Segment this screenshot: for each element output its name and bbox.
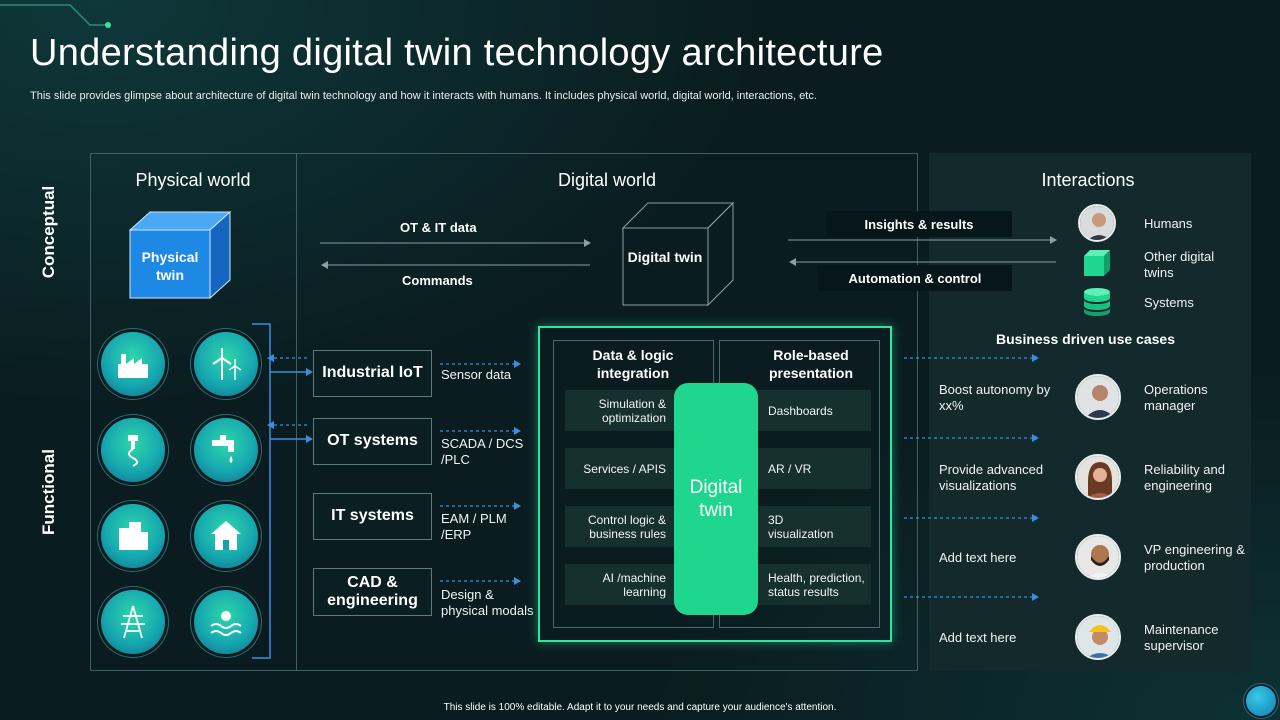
use-case-role-4: Maintenance supervisor (1144, 622, 1219, 653)
use-case-role-2: Reliability and engineering (1144, 462, 1225, 493)
use-case-text-2: Provide advanced visualizations (939, 462, 1044, 493)
page-title: Understanding digital twin technology ar… (30, 32, 884, 74)
digital-twin-core-frame (538, 326, 892, 642)
green-cube-icon (1084, 250, 1110, 276)
reliability-engineering-avatar (1075, 454, 1121, 500)
operations-manager-avatar (1075, 374, 1121, 420)
use-case-text-3: Add text here (939, 550, 1017, 565)
digital-twin-cube-icon (621, 201, 735, 307)
cad-engineering-box: CAD & engineering (313, 568, 432, 616)
interaction-arrows (788, 236, 1057, 266)
systems-label: Systems (1144, 295, 1194, 310)
other-digital-twins-label: Other digital twins (1144, 249, 1215, 280)
it-systems-box: IT systems (313, 493, 432, 540)
row-label-conceptual: Conceptual (39, 185, 58, 279)
use-case-role-1: Operations manager (1144, 382, 1208, 413)
use-case-role-3: VP engineering & production (1144, 542, 1245, 573)
functional-connectors (252, 323, 521, 659)
use-case-arrows (904, 354, 1039, 601)
commands-label: Commands (402, 273, 473, 288)
factory-icon (101, 332, 165, 396)
power-tower-icon (101, 590, 165, 654)
decor-line (0, 4, 111, 28)
digital-twin-center-pill: Digital twin (674, 383, 758, 615)
digital-twin-cube-label: Digital twin (627, 249, 703, 265)
design-note: Design & physical modals (441, 587, 534, 618)
section-digital-world: Digital world (557, 170, 657, 190)
architecture-frame (90, 153, 918, 671)
use-case-text-4: Add text here (939, 630, 1017, 645)
oil-pump-icon (101, 418, 165, 482)
physical-twin-cube-icon (128, 210, 232, 300)
office-building-icon (101, 504, 165, 568)
ot-systems-box: OT systems (313, 418, 432, 465)
eam-note: EAM / PLM /ERP (441, 511, 507, 542)
ot-it-data-label: OT & IT data (400, 220, 477, 235)
page-subtitle: This slide provides glimpse about archit… (30, 90, 817, 102)
data-flow-arrows (320, 239, 591, 269)
row-label-functional: Functional (39, 449, 58, 535)
scada-note: SCADA / DCS /PLC (441, 436, 524, 467)
wind-turbine-icon (194, 332, 258, 396)
automation-control-label: Automation & control (818, 265, 1012, 291)
left-item-control-logic: Control logic & business rules (565, 506, 700, 547)
physical-twin-label: Physical twin (141, 249, 199, 283)
role-presentation-header: Role-based presentation (768, 347, 853, 381)
humans-label: Humans (1144, 216, 1193, 231)
footer-note: This slide is 100% editable. Adapt it to… (443, 702, 837, 713)
use-case-text-1: Boost autonomy by xx% (939, 382, 1051, 413)
use-cases-title: Business driven use cases (996, 331, 1175, 347)
decor-circle (1246, 686, 1276, 716)
maintenance-supervisor-avatar (1075, 614, 1121, 660)
humans-avatar (1078, 204, 1116, 242)
water-tap-icon (194, 418, 258, 482)
industrial-iot-box: Industrial IoT (313, 350, 432, 397)
insights-results-label: Insights & results (826, 211, 1012, 237)
vp-engineering-avatar (1075, 534, 1121, 580)
house-icon (194, 504, 258, 568)
solar-water-icon (194, 590, 258, 654)
database-icon (1084, 288, 1110, 316)
section-interactions: Interactions (1041, 170, 1135, 190)
physical-digital-divider (296, 153, 297, 671)
section-physical-world: Physical world (135, 170, 251, 190)
data-logic-header: Data & logic integration (592, 347, 674, 381)
sensor-data-note: Sensor data (441, 367, 512, 382)
